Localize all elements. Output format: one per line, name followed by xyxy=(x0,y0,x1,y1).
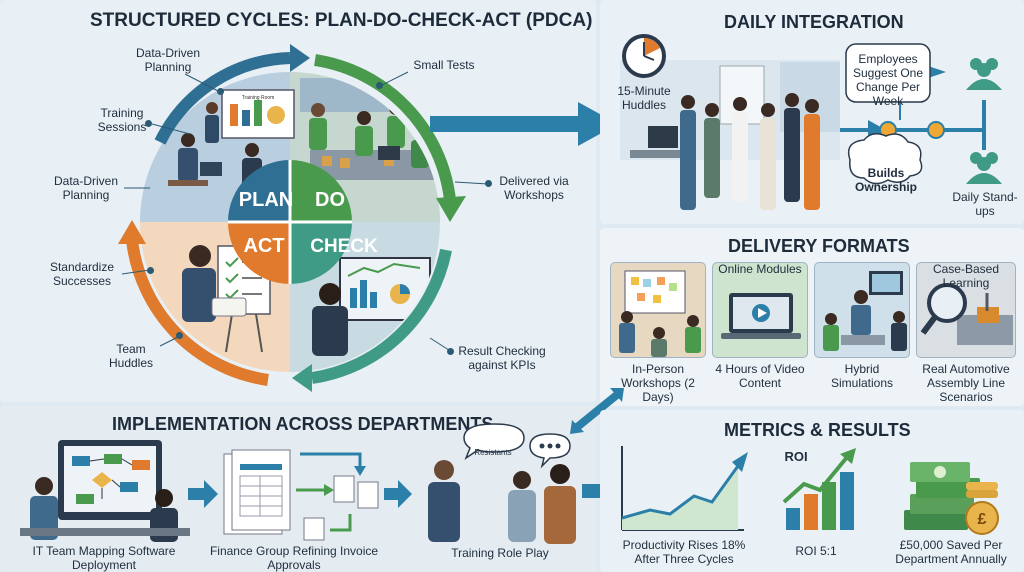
magnifier-icon xyxy=(927,283,967,323)
delivered-via-workshops-label: Delivered via Workshops xyxy=(499,174,569,202)
daily-integration-panel: DAILY INTEGRATION xyxy=(600,0,1024,224)
metrics-panel: METRICS & RESULTS £ ROI Productivity Ris… xyxy=(600,410,1024,572)
ownership-cloud xyxy=(847,133,923,185)
check-label: CHECK xyxy=(310,236,378,257)
implementation-title: IMPLEMENTATION ACROSS DEPARTMENTS xyxy=(112,414,494,434)
check-quadrant xyxy=(290,222,352,284)
in-person-card xyxy=(610,262,706,358)
plan-label: PLAN xyxy=(239,189,293,211)
assembly-line-label: Real Automotive Assembly Line Scenarios xyxy=(922,362,1010,404)
cycle-arrow-top xyxy=(154,52,291,145)
do-label: DO xyxy=(315,189,345,211)
roi-bar xyxy=(840,472,854,530)
roi-heading-label: ROI xyxy=(784,449,808,464)
flow-node xyxy=(927,121,945,139)
cycle-arrow-right xyxy=(314,54,456,201)
roi-label: ROI 5:1 xyxy=(795,544,837,558)
standardize-successes-label: Standardize Successes xyxy=(49,260,115,288)
cycle-arrow-bottom xyxy=(311,248,452,384)
resistants-bubble xyxy=(463,423,525,460)
plan-quadrant xyxy=(228,160,290,222)
act-quadrant xyxy=(228,222,290,284)
team-huddles-label: Team Huddles xyxy=(108,342,154,370)
pdca-title: STRUCTURED CYCLES: PLAN-DO-CHECK-ACT (PD… xyxy=(90,10,593,31)
coin-symbol: £ xyxy=(978,511,987,528)
pointer-dot xyxy=(485,180,492,187)
pointer-dot xyxy=(176,332,183,339)
small-tests-label: Small Tests xyxy=(413,58,475,72)
online-modules-top-label: Online Modules xyxy=(718,262,802,276)
pointer-dot xyxy=(147,267,154,274)
saved-label: £50,000 Saved Per Department Annually xyxy=(895,538,1007,566)
productivity-label: Productivity Rises 18% After Three Cycle… xyxy=(622,538,746,566)
builds-ownership-label: Builds Ownership xyxy=(854,166,917,194)
it-team-label: IT Team Mapping Software Deployment xyxy=(32,544,176,572)
pointer-dot xyxy=(447,348,454,355)
act-label: ACT xyxy=(243,235,284,257)
implementation-scene xyxy=(20,423,576,544)
productivity-trend-line xyxy=(621,465,740,520)
resistants-text: Resistants xyxy=(474,448,512,457)
data-driven-planning-top-label: Data-Driven Planning xyxy=(135,46,201,74)
in-person-label: In-Person Workshops (2 Days) xyxy=(621,362,695,404)
training-board-caption: Training Room xyxy=(242,95,275,101)
roi-bar xyxy=(804,494,818,530)
result-checking-label: Result Checking against KPIs xyxy=(458,344,546,372)
pdca-panel: STRUCTURED CYCLES: PLAN-DO-CHECK-ACT (PD… xyxy=(0,0,596,402)
data-driven-planning-left-label: Data-Driven Planning xyxy=(53,174,119,202)
hybrid-simulations-label: Hybrid Simulations xyxy=(830,362,894,390)
daily-integration-title: DAILY INTEGRATION xyxy=(724,12,904,32)
do-quadrant xyxy=(290,160,352,222)
daily-standups-label: Daily Stand-ups xyxy=(952,190,1018,218)
hybrid-simulations-card xyxy=(814,262,910,358)
team-icon-bottom xyxy=(966,152,1002,184)
training-sessions-label: Training Sessions xyxy=(97,106,147,134)
video-content-label: 4 Hours of Video Content xyxy=(715,362,805,390)
daily-scene xyxy=(620,34,1002,210)
flow-arrow-bidirectional xyxy=(570,388,624,434)
pointer-dot xyxy=(217,88,224,95)
pdca-cycle-diagram: Training Room xyxy=(118,44,489,392)
role-play-label: Training Role Play xyxy=(451,546,549,560)
roi-bar xyxy=(822,482,836,530)
pointer-dot xyxy=(145,120,152,127)
online-modules-card xyxy=(712,262,808,358)
huddles-label: 15-Minute Huddles xyxy=(617,84,671,112)
roi-bar xyxy=(786,508,800,530)
case-based-card xyxy=(916,262,1016,358)
suggest-bubble xyxy=(845,43,931,103)
metrics-title: METRICS & RESULTS xyxy=(724,420,911,440)
implementation-panel: IMPLEMENTATION ACROSS DEPARTMENTS xyxy=(0,406,596,572)
delivery-formats-title: DELIVERY FORMATS xyxy=(728,236,910,256)
finance-group-label: Finance Group Refining Invoice Approvals xyxy=(209,544,379,572)
coin-icon xyxy=(965,501,999,535)
delivery-formats-panel: DELIVERY FORMATS xyxy=(600,228,1024,406)
team-icon-top xyxy=(966,58,1002,90)
suggest-change-label: Employees Suggest One Change Per Week xyxy=(852,52,924,108)
flow-arrow-pdca-to-daily xyxy=(430,102,618,146)
ellipsis-bubble xyxy=(529,433,571,469)
case-based-top-label: Case-Based Learning xyxy=(932,262,1000,290)
pointer-dot xyxy=(376,82,383,89)
metrics-scene: £ xyxy=(621,446,999,535)
